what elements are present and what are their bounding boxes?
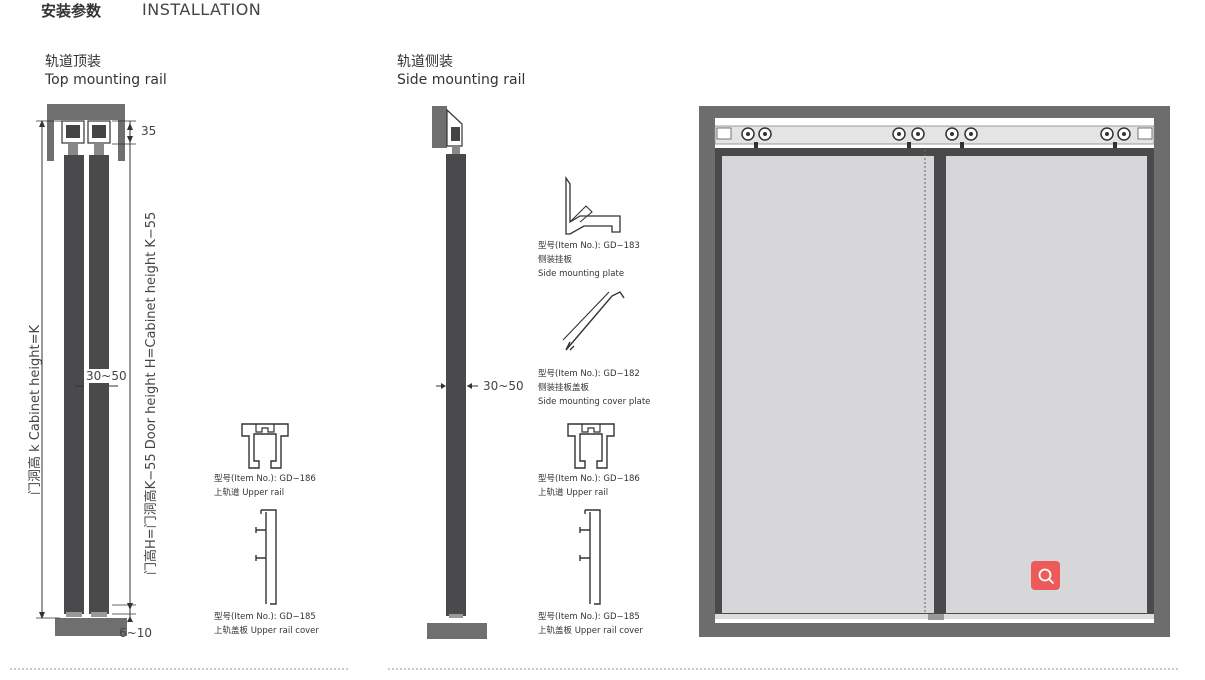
section-title-en: INSTALLATION — [142, 0, 262, 19]
side-dim-thickness: 30~50 — [483, 379, 524, 393]
gd185-a-caption: 型号(Item No.): GD−185 上轨盖板 Upper rail cov… — [214, 612, 319, 636]
dim-bottom-gap: 6~10 — [119, 626, 152, 640]
side-mount-title: 轨道侧装 Side mounting rail — [397, 54, 526, 88]
top-mount-title: 轨道顶装 Top mounting rail — [45, 54, 167, 88]
gd185-b-caption: 型号(Item No.): GD−185 上轨盖板 Upper rail cov… — [538, 612, 643, 636]
section-title-cn: 安装参数 — [41, 2, 102, 20]
gd182-caption: 型号(Item No.): GD−182 侧装挂板盖板 Side mountin… — [538, 369, 651, 407]
magnifier-icon — [1038, 568, 1054, 584]
zoom-button[interactable] — [1031, 561, 1060, 590]
gd183-caption: 型号(Item No.): GD−183 侧装挂板 Side mounting … — [538, 241, 640, 279]
dim-top-35: 35 — [141, 124, 157, 138]
dim-door-thickness: 30~50 — [86, 369, 127, 383]
gd186-a-caption: 型号(Item No.): GD−186 上轨道 Upper rail — [214, 474, 316, 498]
gd186-b-caption: 型号(Item No.): GD−186 上轨道 Upper rail — [538, 474, 640, 498]
